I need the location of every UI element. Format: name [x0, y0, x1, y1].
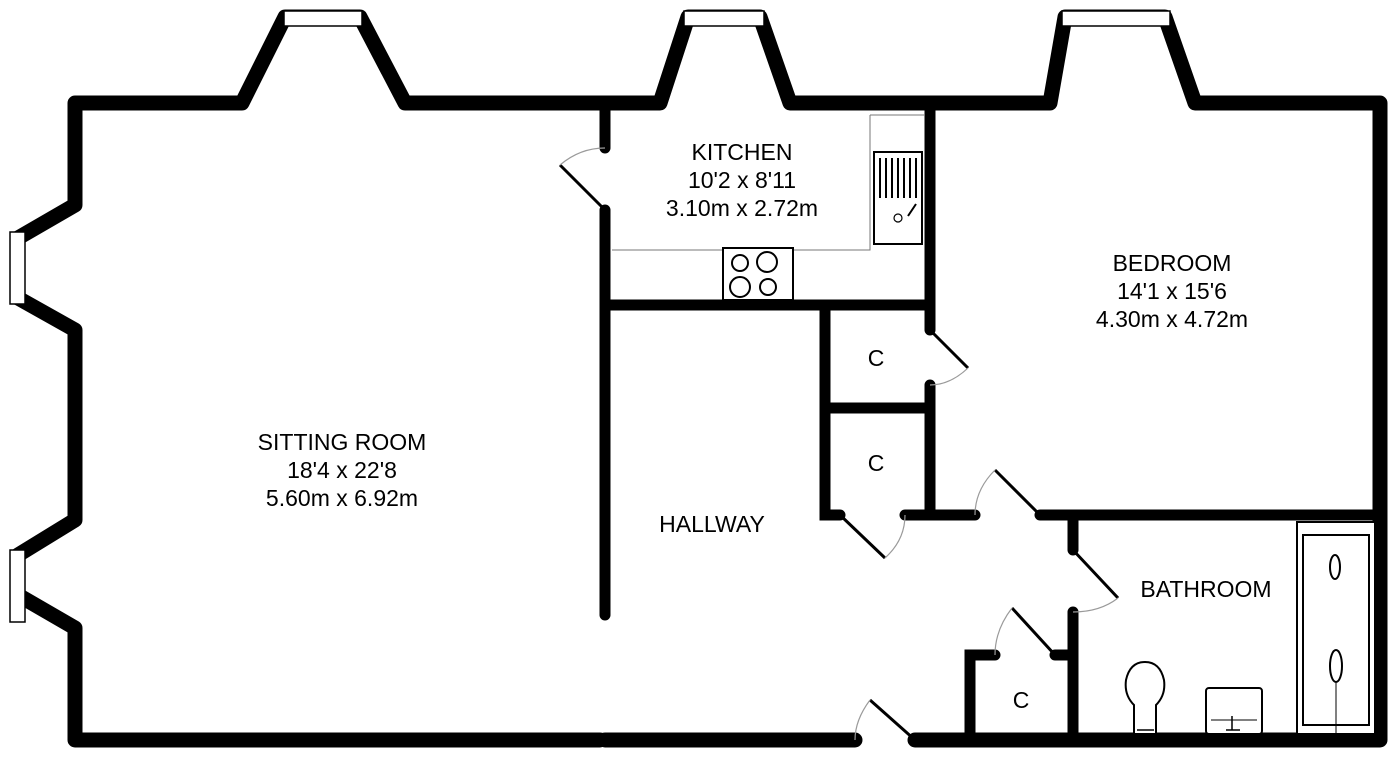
- room-dimensions-imperial: 18'4 x 22'8: [287, 457, 397, 483]
- cupboard-label: C: [867, 450, 885, 476]
- exterior-walls: [10, 9, 1388, 748]
- room-label-hallway: HALLWAY: [659, 510, 765, 538]
- window-top-bedroom: [1061, 10, 1171, 27]
- room-dimensions-metric: 3.10m x 2.72m: [665, 195, 819, 221]
- room-label-kitchen: KITCHEN 10'2 x 8'11 3.10m x 2.72m: [666, 138, 818, 222]
- interior-walls: [599, 104, 1386, 746]
- room-name: KITCHEN: [691, 139, 793, 165]
- window-top-left: [283, 10, 363, 27]
- basin-icon: [1205, 687, 1263, 735]
- kitchen-worktop: [612, 114, 925, 251]
- windows: [9, 10, 1171, 623]
- cupboard-label: C: [1012, 687, 1030, 713]
- room-name: BEDROOM: [1112, 250, 1232, 276]
- doors: [558, 147, 1120, 742]
- room-name: BATHROOM: [1140, 576, 1272, 602]
- window-top-kitchen: [683, 10, 765, 27]
- room-name: HALLWAY: [659, 511, 765, 537]
- hob-icon: [722, 247, 794, 301]
- room-name: SITTING ROOM: [257, 429, 427, 455]
- room-label-sitting-room: SITTING ROOM 18'4 x 22'8 5.60m x 6.92m: [258, 428, 427, 512]
- room-dimensions-metric: 5.60m x 6.92m: [265, 485, 419, 511]
- sink-icon: [873, 151, 923, 245]
- room-label-bathroom: BATHROOM: [1140, 575, 1271, 603]
- bath-icon: [1296, 521, 1376, 735]
- cupboard-label: C: [867, 345, 885, 371]
- toilet-icon: [1124, 660, 1166, 733]
- room-label-bedroom: BEDROOM 14'1 x 15'6 4.30m x 4.72m: [1096, 249, 1248, 333]
- room-dimensions-metric: 4.30m x 4.72m: [1095, 306, 1249, 332]
- room-dimensions-imperial: 14'1 x 15'6: [1117, 278, 1227, 304]
- window-left-lower: [9, 549, 26, 623]
- room-dimensions-imperial: 10'2 x 8'11: [687, 167, 797, 193]
- window-left-upper: [9, 231, 26, 305]
